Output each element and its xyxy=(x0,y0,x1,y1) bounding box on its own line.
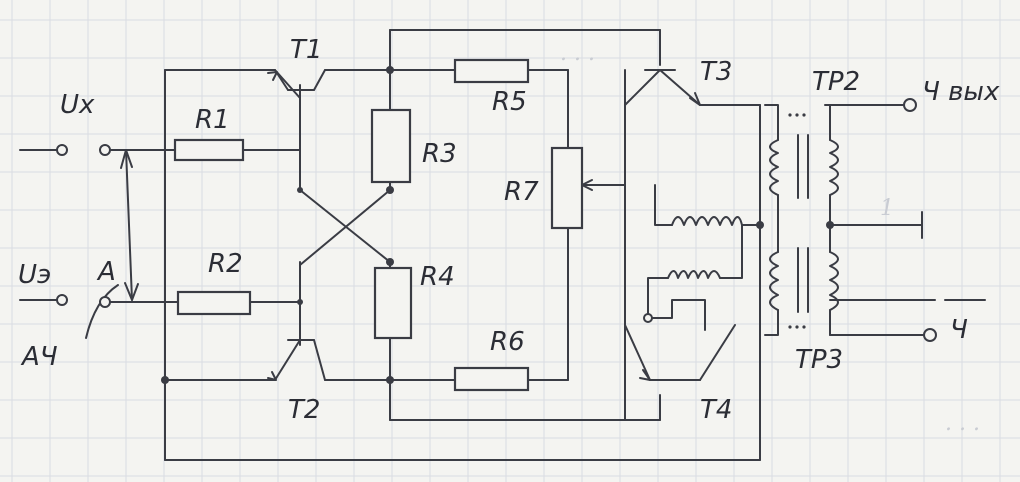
ammeter-arrow xyxy=(85,149,139,339)
label-tr2: TP2 xyxy=(812,67,860,97)
resistor-r4 xyxy=(373,266,413,340)
resistor-r6 xyxy=(453,366,530,392)
transformer-tr2 xyxy=(769,113,839,199)
svg-text:. . .: . . . xyxy=(945,411,980,436)
transistor-t4 xyxy=(639,369,701,381)
label-output-u: Ч xyxy=(950,315,968,345)
svg-text:1: 1 xyxy=(880,196,894,221)
transistor-t3 xyxy=(644,69,701,106)
page-show-through: . . . 1 . . . xyxy=(560,41,980,436)
resistor-r3 xyxy=(370,108,412,184)
label-r5: R5 xyxy=(492,87,527,117)
resistor-r7 xyxy=(550,146,584,230)
label-t3: T3 xyxy=(700,57,732,87)
coil-center-tap xyxy=(671,216,743,226)
label-output-uvyh: Ч вых xyxy=(922,77,1000,107)
resistor-r1 xyxy=(173,138,245,162)
transistor-t1 xyxy=(267,69,326,91)
label-r6: R6 xyxy=(490,327,525,357)
junctions xyxy=(161,66,834,384)
terminals xyxy=(56,98,937,342)
label-t1: T1 xyxy=(290,35,322,65)
label-t4: T4 xyxy=(700,395,732,425)
label-r3: R3 xyxy=(422,139,457,169)
label-a: A xyxy=(96,257,116,287)
label-r7: R7 xyxy=(504,177,539,207)
coil-feedback xyxy=(667,270,721,279)
transformer-tr3 xyxy=(769,247,839,329)
label-input-ue: Uэ xyxy=(18,260,51,290)
label-r2: R2 xyxy=(208,249,243,279)
transistor-t2 xyxy=(267,339,326,381)
label-tr3: TP3 xyxy=(795,345,843,375)
resistor-r2 xyxy=(176,290,252,316)
label-t2: T2 xyxy=(288,395,320,425)
label-input-ux: Ux xyxy=(60,90,95,120)
label-ach: AЧ xyxy=(20,342,58,372)
label-r4: R4 xyxy=(420,262,455,292)
resistor-r5 xyxy=(453,58,530,84)
svg-text:. . .: . . . xyxy=(560,41,595,66)
label-r1: R1 xyxy=(195,105,230,135)
